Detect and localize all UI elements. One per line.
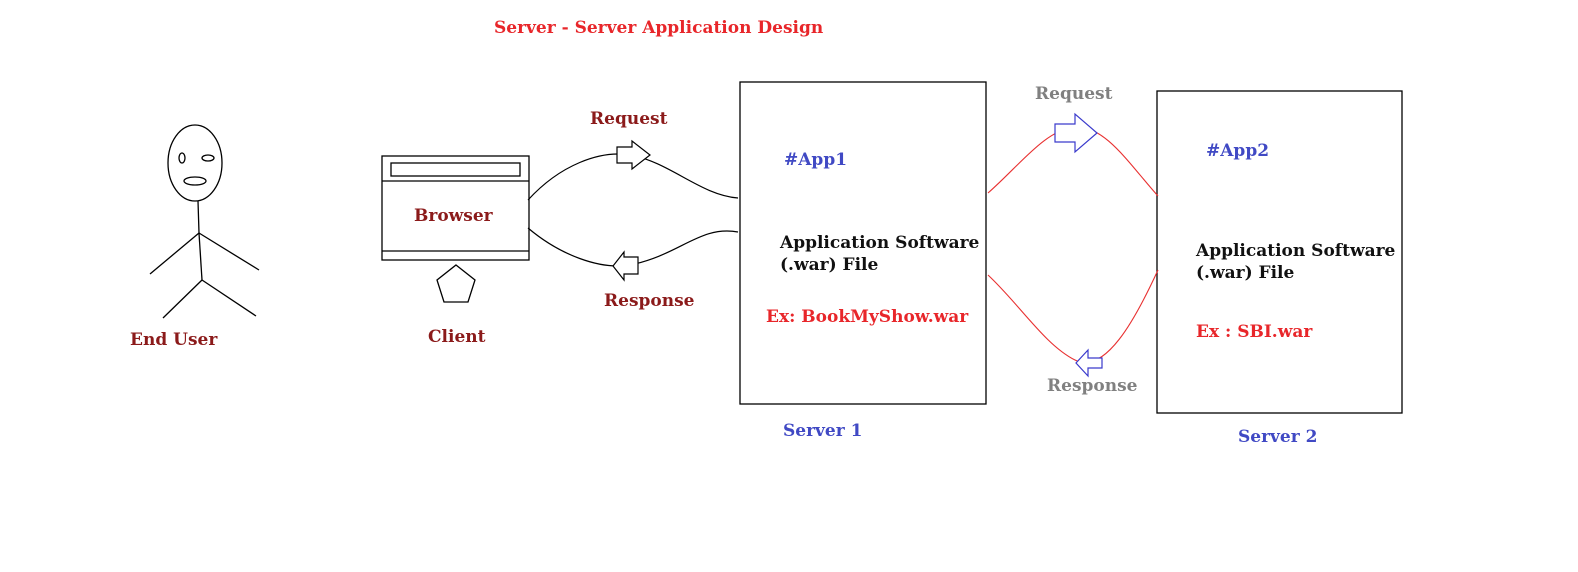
- stick-figure-neck: [197, 200, 200, 234]
- server1-label: Server 1: [783, 421, 863, 441]
- stick-figure-mouth: [183, 176, 207, 186]
- server2-label: Server 2: [1238, 427, 1318, 447]
- client-request-label: Request: [590, 109, 668, 129]
- diagram-title: Server - Server Application Design: [494, 18, 824, 38]
- client-response-arrow-icon: [612, 250, 639, 282]
- browser-window-icon: [381, 155, 530, 261]
- server2-app-tag: #App2: [1206, 141, 1270, 161]
- stick-figure-head: [167, 124, 223, 202]
- stick-figure-left-arm: [149, 232, 200, 275]
- stick-figure-right-eye: [201, 154, 215, 162]
- server-response-arrow-icon: [1075, 348, 1103, 378]
- client-label: Client: [428, 327, 486, 347]
- server-request-label: Request: [1035, 84, 1113, 104]
- server1-box: [739, 81, 987, 405]
- server1-software-line1: Application Software: [780, 233, 980, 253]
- server-response-curve: [987, 269, 1159, 363]
- end-user-figure: [149, 124, 260, 319]
- stick-figure-left-eye: [178, 152, 186, 164]
- server1-example: Ex: BookMyShow.war: [766, 307, 969, 327]
- stick-figure-right-arm: [198, 232, 260, 271]
- server2-example: Ex : SBI.war: [1196, 322, 1313, 342]
- stick-figure-right-leg: [201, 279, 257, 317]
- browser-frame: [381, 155, 530, 261]
- client-response-label: Response: [604, 291, 695, 311]
- server1-software-line2: (.war) File: [780, 255, 879, 275]
- server2-software-line1: Application Software: [1196, 241, 1396, 261]
- server-request-arrow-icon: [1054, 112, 1098, 154]
- stick-figure-left-leg: [162, 279, 203, 319]
- server2-box: [1156, 90, 1403, 414]
- server1-app-tag: #App1: [784, 150, 848, 170]
- server-response-label: Response: [1047, 376, 1138, 396]
- end-user-label: End User: [130, 330, 218, 350]
- browser-address-bar: [390, 162, 521, 177]
- browser-label: Browser: [414, 206, 493, 226]
- server2-software-line2: (.war) File: [1196, 263, 1295, 283]
- pentagon-icon: [436, 264, 476, 303]
- client-request-arrow-icon: [616, 139, 651, 171]
- stick-figure-torso: [198, 232, 203, 281]
